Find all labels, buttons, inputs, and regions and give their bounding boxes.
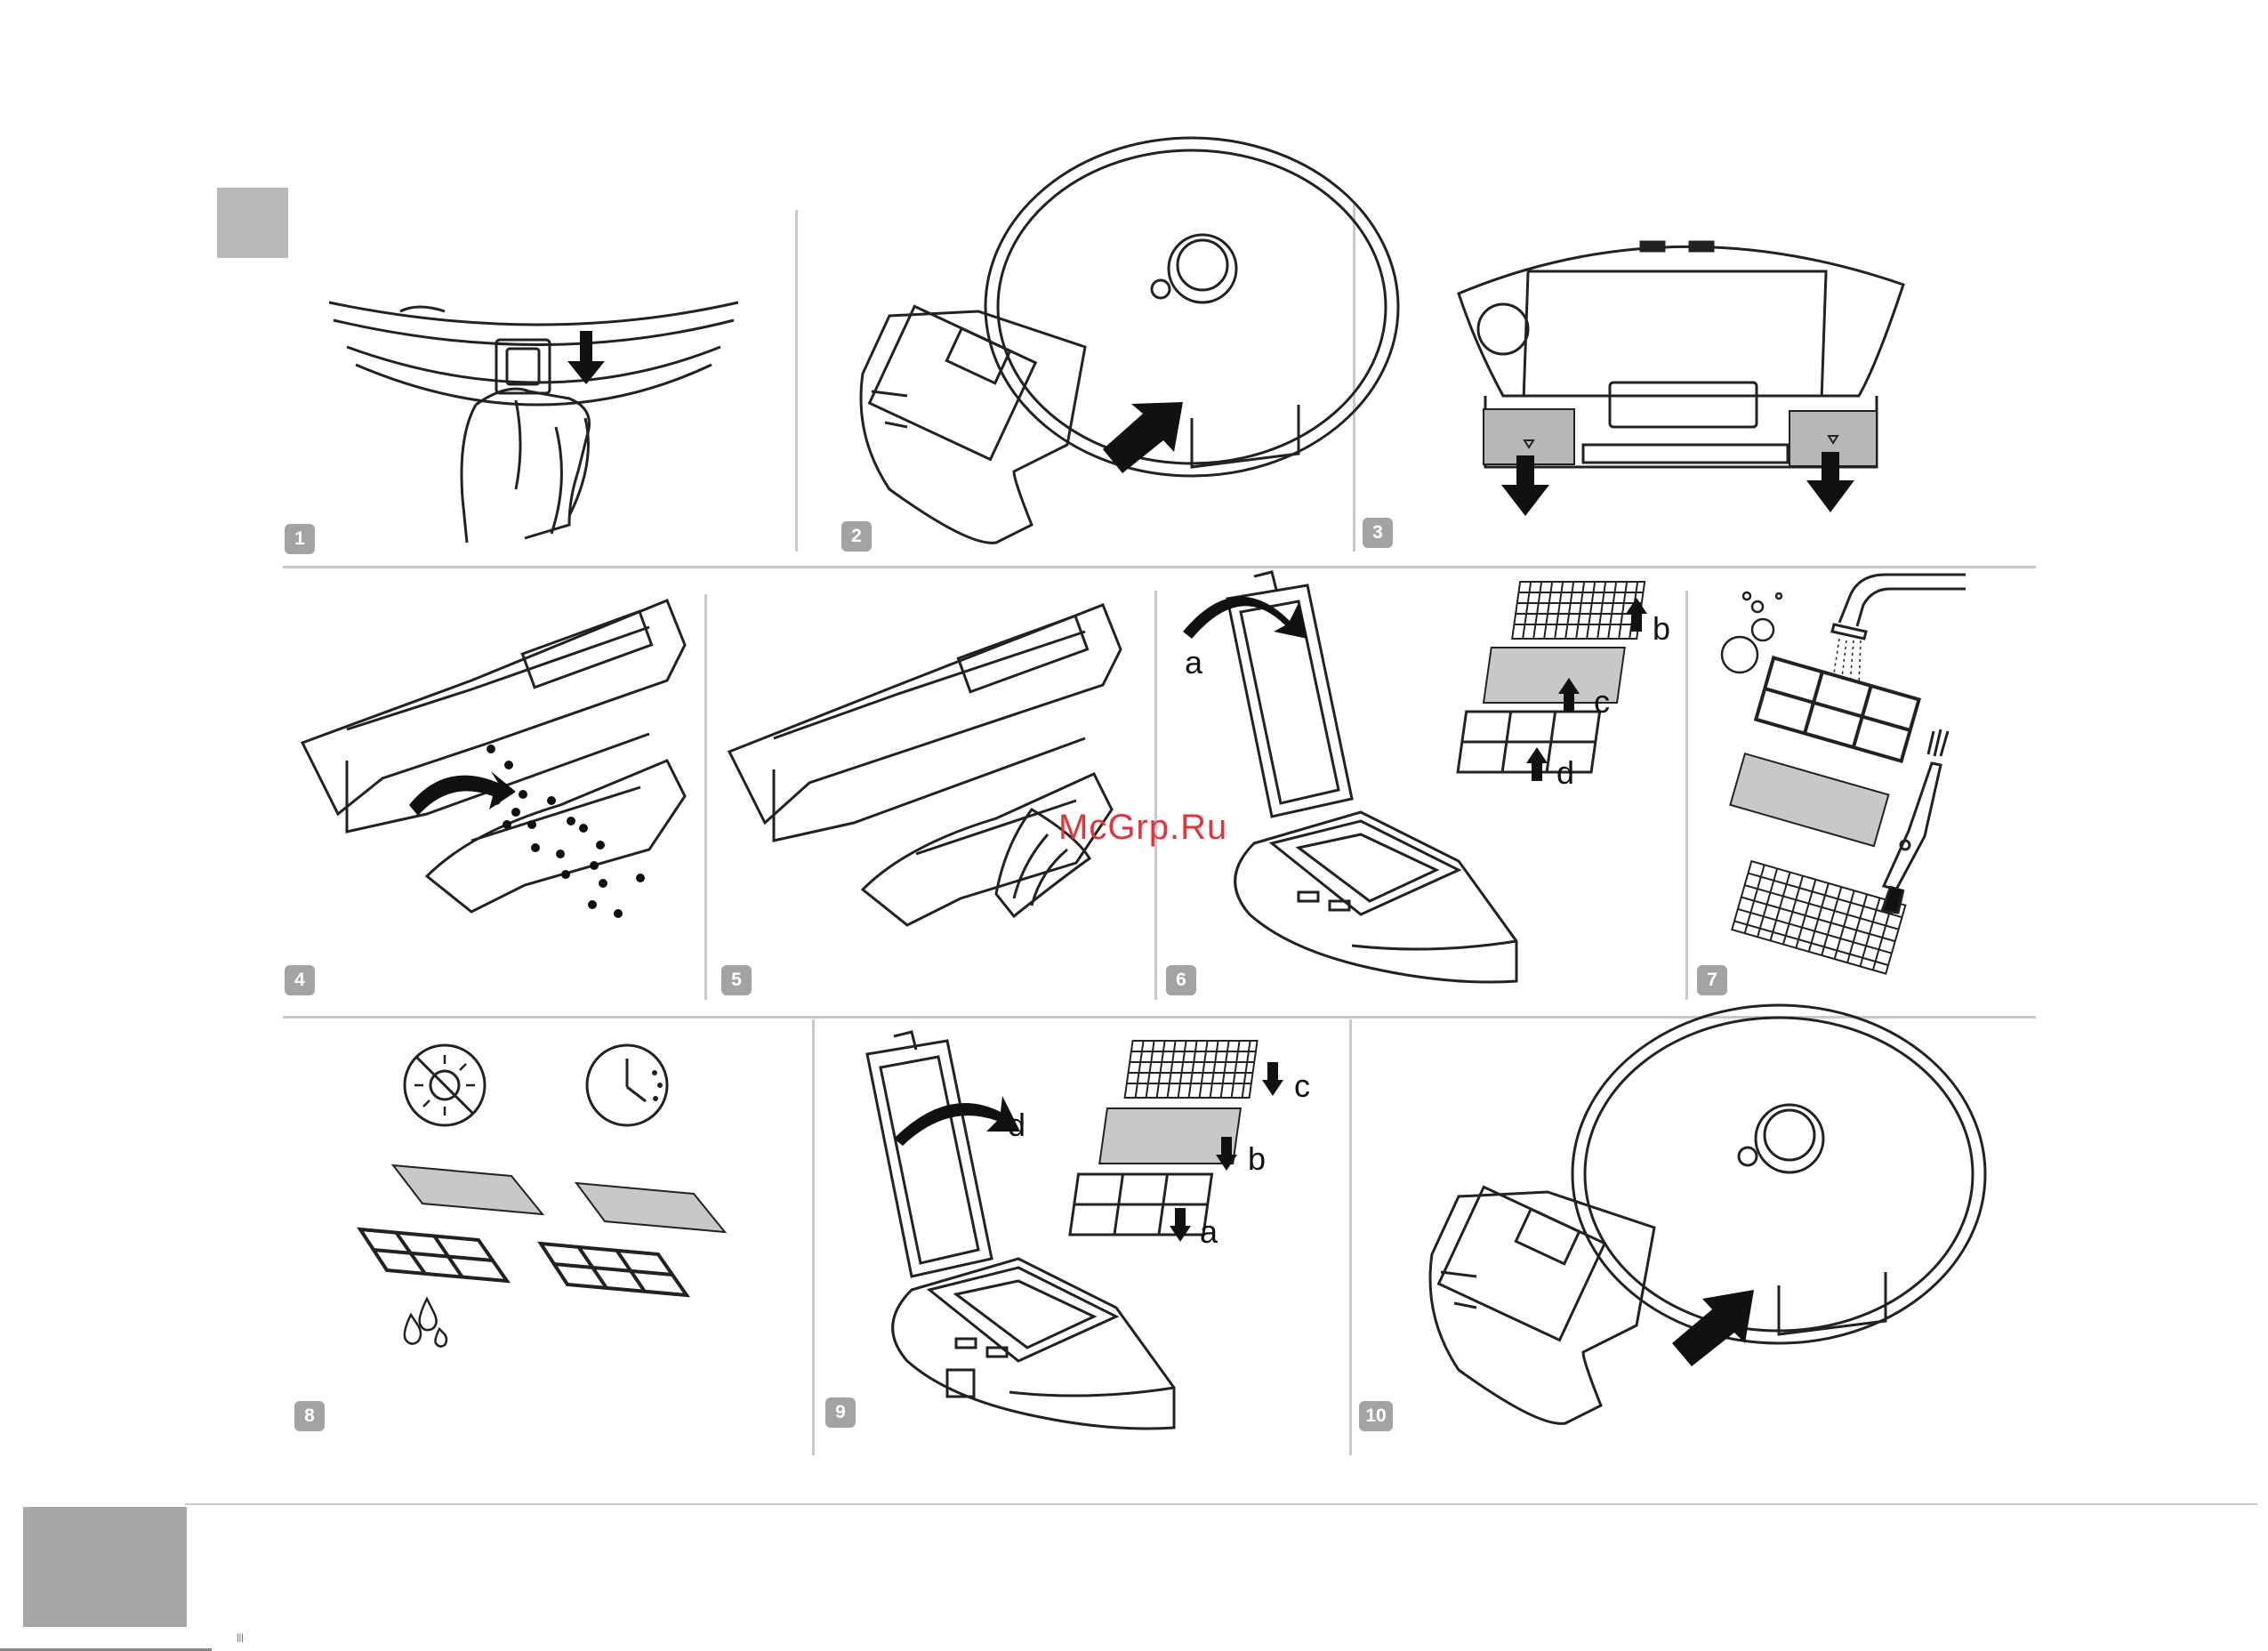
step-number-badge: 5 — [721, 965, 752, 995]
step-10-panel — [1405, 1076, 1957, 1432]
step-7-panel — [1708, 569, 1974, 996]
step-6-label-d: d — [1556, 754, 1574, 792]
down-arrow-icon — [302, 285, 783, 552]
step-9-label-c: c — [1294, 1067, 1310, 1105]
step-6-panel: a b c d — [1165, 576, 1681, 986]
step-6-label-c: c — [1594, 683, 1610, 721]
step-number-badge: 10 — [1359, 1401, 1393, 1431]
step-number-badge: 3 — [1363, 518, 1393, 548]
step-2-panel — [836, 213, 1352, 552]
col-separator-r1-2 — [1353, 203, 1355, 552]
step-number-badge: 9 — [825, 1397, 856, 1428]
footer-separator — [185, 1503, 2257, 1505]
step-number-badge: 7 — [1697, 965, 1727, 995]
row-separator-1 — [283, 566, 2036, 568]
filters-stack-illustration — [1165, 576, 1681, 986]
step-9-label-a: a — [1200, 1213, 1218, 1251]
step-number-badge: 4 — [285, 965, 315, 995]
step-4-panel — [294, 583, 694, 938]
col-separator-r1-1 — [795, 210, 798, 552]
cleaning-brush-icon — [1708, 569, 1974, 996]
step-number-badge: 2 — [841, 521, 872, 552]
col-separator-r2-2 — [1154, 591, 1157, 1000]
step-5-panel — [720, 587, 1138, 961]
step-9-label-b: b — [1248, 1140, 1266, 1178]
step-number-badge: 6 — [1166, 965, 1196, 995]
col-separator-r2-1 — [704, 594, 707, 1000]
step-1-panel — [302, 285, 783, 552]
step-number-badge: 8 — [294, 1401, 325, 1431]
insert-direction-arrow-icon — [1405, 1076, 1957, 1432]
debris-dots-and-arrow — [294, 583, 694, 938]
col-separator-r2-3 — [1685, 591, 1688, 1000]
insert-direction-arrow-icon — [836, 213, 1352, 552]
step-3-panel — [1450, 222, 1912, 525]
footer-tiny-text: ||| — [237, 1633, 244, 1643]
footer-gray-block — [23, 1507, 187, 1627]
step-9-panel: d c b a — [840, 1032, 1339, 1450]
step-6-label-a: a — [1185, 644, 1202, 681]
step-6-label-b: b — [1653, 610, 1670, 648]
filters-stack-illustration — [840, 1032, 1339, 1450]
col-separator-r3-2 — [1349, 1019, 1352, 1455]
pull-tabs-down-illustration — [1450, 222, 1912, 525]
wipe-dustbin-illustration — [720, 587, 1138, 961]
step-9-label-d: d — [1008, 1107, 1025, 1144]
water-drops-icon — [338, 1032, 765, 1388]
step-8-panel — [338, 1032, 765, 1388]
col-separator-r3-1 — [812, 1019, 815, 1455]
step-number-badge: 1 — [285, 524, 315, 554]
header-gray-square — [217, 188, 288, 258]
